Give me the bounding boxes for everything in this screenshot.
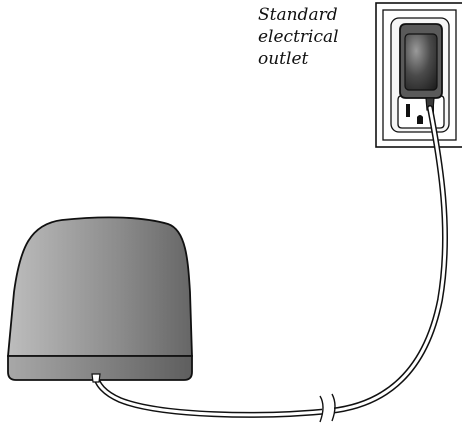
plug-face: [404, 33, 438, 91]
device: [7, 216, 193, 383]
device-dome: [7, 216, 193, 357]
cord-break-mark-left: [319, 395, 324, 423]
device-base: [7, 355, 193, 381]
outlet-callout-label: Standard electrical outlet: [258, 4, 368, 70]
power-cord: [93, 105, 449, 423]
socket-ground-hole: [417, 115, 423, 124]
cord-break-mark-right: [331, 393, 336, 422]
cord-inner: [94, 106, 447, 417]
callout-line-2: electrical: [258, 27, 339, 47]
callout-line-3: outlet: [258, 49, 309, 69]
socket-slot-left: [406, 104, 410, 117]
callout-line-1: Standard: [258, 5, 338, 25]
cord-exit: [91, 373, 101, 383]
plug-adapter: [399, 23, 443, 111]
cord-break-gap: [322, 400, 334, 420]
